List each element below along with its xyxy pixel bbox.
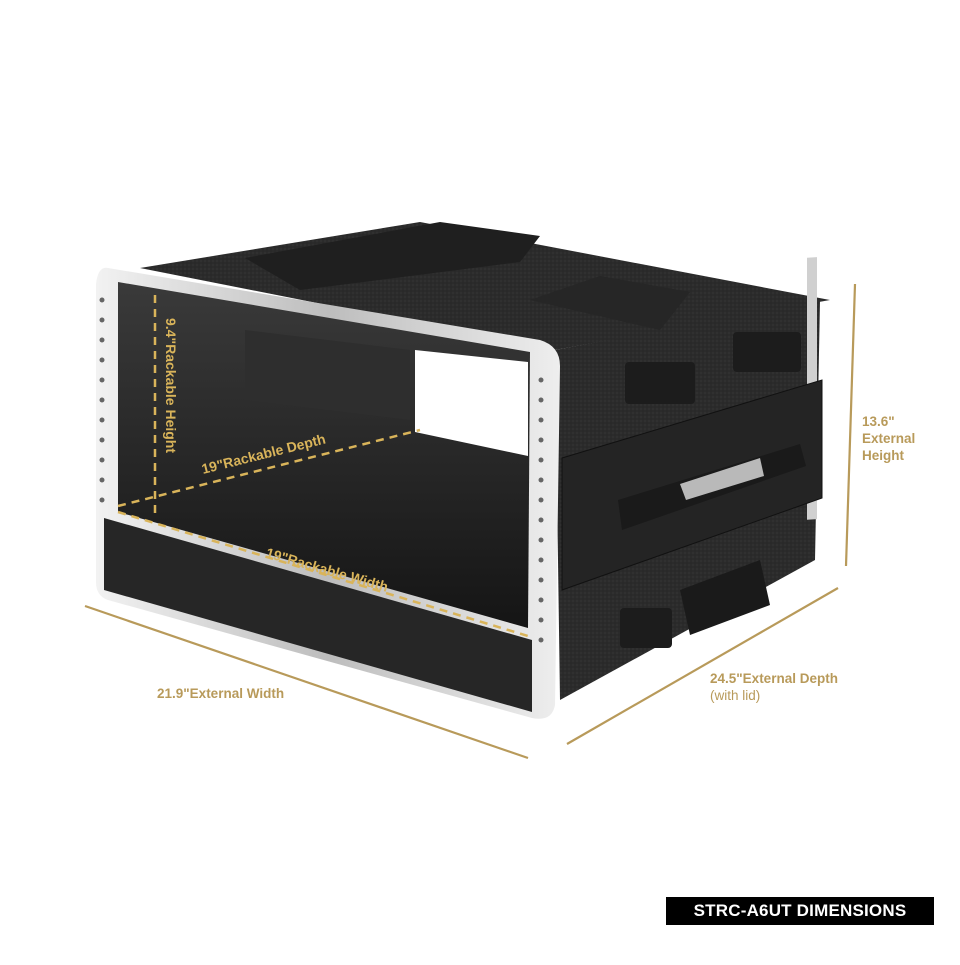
rackable-depth-line bbox=[117, 428, 421, 508]
external-width-line bbox=[84, 604, 529, 760]
case-top bbox=[140, 222, 830, 350]
external-depth-text: 24.5"External Depth bbox=[710, 671, 838, 686]
external-depth-line bbox=[566, 587, 839, 745]
external-height-text-2: Height bbox=[862, 447, 904, 463]
external-height-text-1: External bbox=[862, 430, 916, 446]
external-height-line bbox=[844, 283, 857, 567]
case-side bbox=[555, 257, 823, 700]
rackable-height-label: 9.4"Rackable Height bbox=[163, 318, 179, 453]
external-depth-note: (with lid) bbox=[710, 687, 761, 703]
rackable-width-line bbox=[117, 510, 529, 638]
external-height-value: 13.6" bbox=[862, 414, 895, 429]
rackable-dimension-lines bbox=[117, 295, 529, 638]
model-dimensions-badge: STRC-A6UT DIMENSIONS bbox=[666, 897, 934, 925]
external-dimension-lines bbox=[84, 283, 857, 760]
external-height-label: 13.6" External Height bbox=[862, 414, 915, 465]
external-depth-label: 24.5"External Depth (with lid) bbox=[710, 671, 838, 705]
external-width-label: 21.9"External Width bbox=[157, 686, 285, 701]
